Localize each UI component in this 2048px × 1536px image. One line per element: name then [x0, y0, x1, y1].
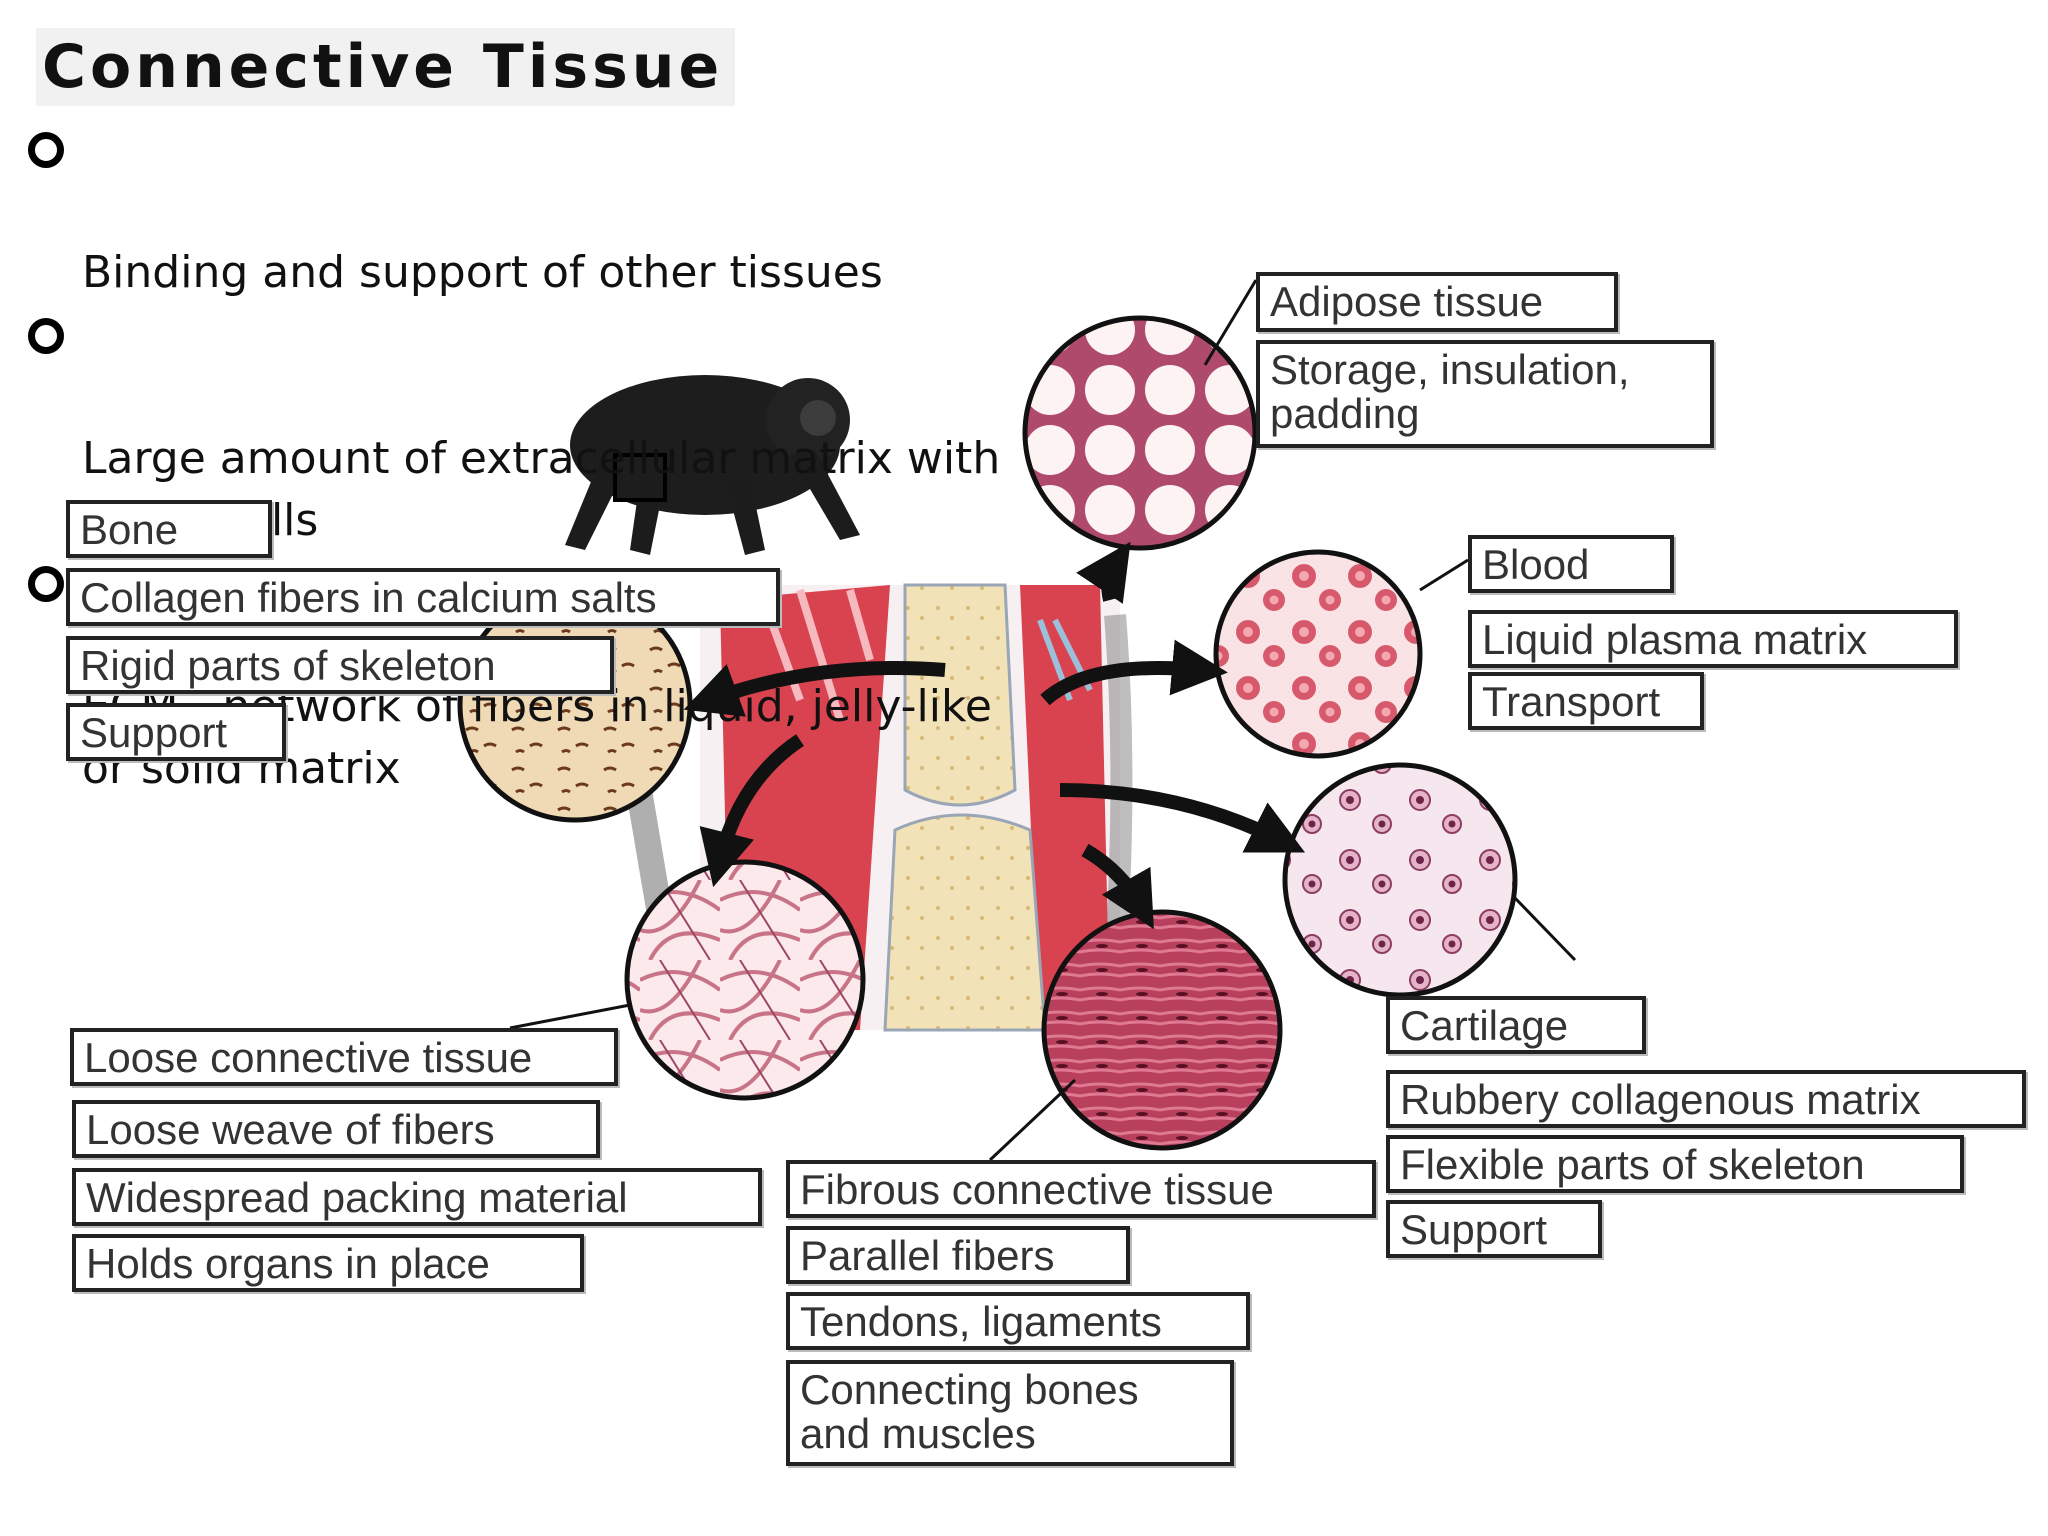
loose-function-label: Holds organs in place	[72, 1234, 584, 1292]
blood-matrix-label: Liquid plasma matrix	[1468, 610, 1958, 668]
bullet-list: Binding and support of other tissues Lar…	[22, 118, 1002, 800]
bullet-ring-icon	[28, 318, 64, 354]
arrows	[683, 541, 1306, 930]
blood-circle	[1213, 549, 1423, 759]
fibrous-location-label: Tendons, ligaments	[786, 1292, 1250, 1350]
loose-name-label: Loose connective tissue	[70, 1028, 618, 1086]
arrow-to-blood	[1040, 639, 1228, 706]
loose-location-label: Widespread packing material	[72, 1168, 762, 1226]
bullet-item: Binding and support of other tissues	[22, 118, 1002, 304]
leader-lines	[509, 279, 1577, 1162]
cartilage-function-label: Support	[1386, 1200, 1602, 1258]
bone-name-label: Bone	[66, 500, 272, 558]
cartilage-name-label: Cartilage	[1386, 996, 1646, 1054]
fibrous-function-label: Connecting bones and muscles	[786, 1360, 1234, 1466]
arrow-to-adipose	[1076, 541, 1131, 604]
bone-matrix-label: Collagen fibers in calcium salts	[66, 568, 780, 626]
arrow-to-loose	[699, 734, 804, 888]
blood-function-label: Transport	[1468, 672, 1704, 730]
adipose-name-label: Adipose tissue	[1256, 272, 1618, 332]
loose-matrix-label: Loose weave of fibers	[72, 1100, 600, 1158]
bullet-text: Large amount of extracellular matrix wit…	[82, 433, 1001, 546]
arrow-to-cartilage	[1059, 783, 1306, 853]
bone-location-label: Rigid parts of skeleton	[66, 636, 614, 694]
bullet-ring-icon	[28, 132, 64, 168]
cartilage-matrix-label: Rubbery collagenous matrix	[1386, 1070, 2026, 1128]
adipose-tissue-circle	[1022, 315, 1258, 551]
cartilage-circle	[1282, 762, 1518, 998]
fibrous-connective-tissue-circle	[1041, 909, 1283, 1151]
bullet-item: Large amount of extracellular matrix wit…	[22, 304, 1002, 552]
loose-connective-tissue-circle	[624, 859, 866, 1101]
bullet-ring-icon	[28, 566, 64, 602]
bone-function-label: Support	[66, 703, 286, 761]
bullet-text: Binding and support of other tissues	[82, 247, 883, 298]
page-title: Connective Tissue	[36, 28, 736, 106]
chimpanzee-figure	[565, 375, 860, 555]
adipose-function-label: Storage, insulation, padding	[1256, 340, 1714, 448]
arrow-to-bone	[683, 661, 946, 717]
cartilage-location-label: Flexible parts of skeleton	[1386, 1135, 1964, 1193]
fibrous-matrix-label: Parallel fibers	[786, 1226, 1130, 1284]
fibrous-name-label: Fibrous connective tissue	[786, 1160, 1376, 1218]
blood-name-label: Blood	[1468, 535, 1674, 593]
arrow-to-fibrous	[1081, 843, 1154, 930]
